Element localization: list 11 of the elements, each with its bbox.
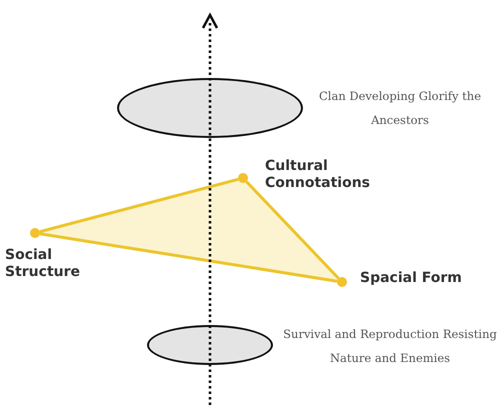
vertex-label: Spacial Form	[360, 270, 463, 287]
caption-text: Clan Developing Glorify the Ancestors	[318, 88, 482, 129]
triangle-side	[245, 180, 340, 280]
vertex-dot	[337, 277, 347, 287]
vertex-dot	[238, 173, 248, 183]
triangle-side	[39, 178, 239, 234]
triangle-side	[40, 232, 338, 283]
caption-text: Survival and Reproduction Resisting Nature and Enemies	[282, 326, 497, 367]
vertex-dot	[30, 228, 40, 238]
vertex-label: Social Structure	[5, 247, 82, 281]
vertex-label: Cultural Connotations	[265, 158, 371, 192]
